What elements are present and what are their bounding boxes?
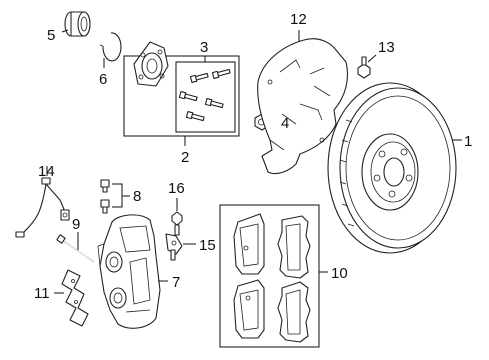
callout-10: 10	[331, 265, 348, 282]
wheel-bearing-icon[interactable]	[64, 11, 91, 37]
splash-shield-icon[interactable]	[257, 38, 349, 175]
brake-pads-icon[interactable]	[233, 213, 311, 343]
wheel-hub-icon[interactable]	[133, 41, 169, 87]
hub-assembly-box-icon	[123, 55, 240, 137]
leader-13	[367, 54, 377, 63]
callout-6: 6	[99, 71, 107, 88]
callout-1: 1	[464, 133, 472, 150]
brake-rotor-icon[interactable]	[327, 82, 457, 254]
callout-4: 4	[281, 115, 289, 132]
brake-pads-box	[219, 204, 320, 348]
callout-9: 9	[72, 216, 80, 233]
callout-2: 2	[181, 149, 189, 166]
callout-5: 5	[47, 27, 55, 44]
callout-13: 13	[378, 39, 395, 56]
callout-11: 11	[34, 285, 50, 302]
leader-5	[61, 29, 69, 33]
callout-12: 12	[290, 11, 307, 28]
callout-16: 16	[168, 180, 185, 197]
pad-spring-clip-icon[interactable]	[61, 269, 89, 327]
callout-14: 14	[38, 163, 55, 180]
callout-3: 3	[200, 39, 208, 56]
hub-bolts-icon[interactable]	[178, 68, 231, 122]
caliper-bolt-icon[interactable]	[171, 211, 183, 236]
brake-hose-icon[interactable]	[15, 177, 70, 238]
leader-8	[112, 183, 130, 208]
guide-pin-icon[interactable]	[56, 234, 95, 263]
snap-ring-icon[interactable]	[99, 32, 122, 62]
shield-bolt-icon[interactable]	[357, 56, 371, 79]
brake-caliper-icon[interactable]	[97, 214, 161, 329]
bleeder-screw-icon[interactable]	[100, 179, 110, 214]
callout-7: 7	[172, 274, 180, 291]
callout-8: 8	[133, 188, 141, 205]
callout-15: 15	[199, 237, 216, 254]
hose-bracket-icon[interactable]	[165, 233, 183, 261]
